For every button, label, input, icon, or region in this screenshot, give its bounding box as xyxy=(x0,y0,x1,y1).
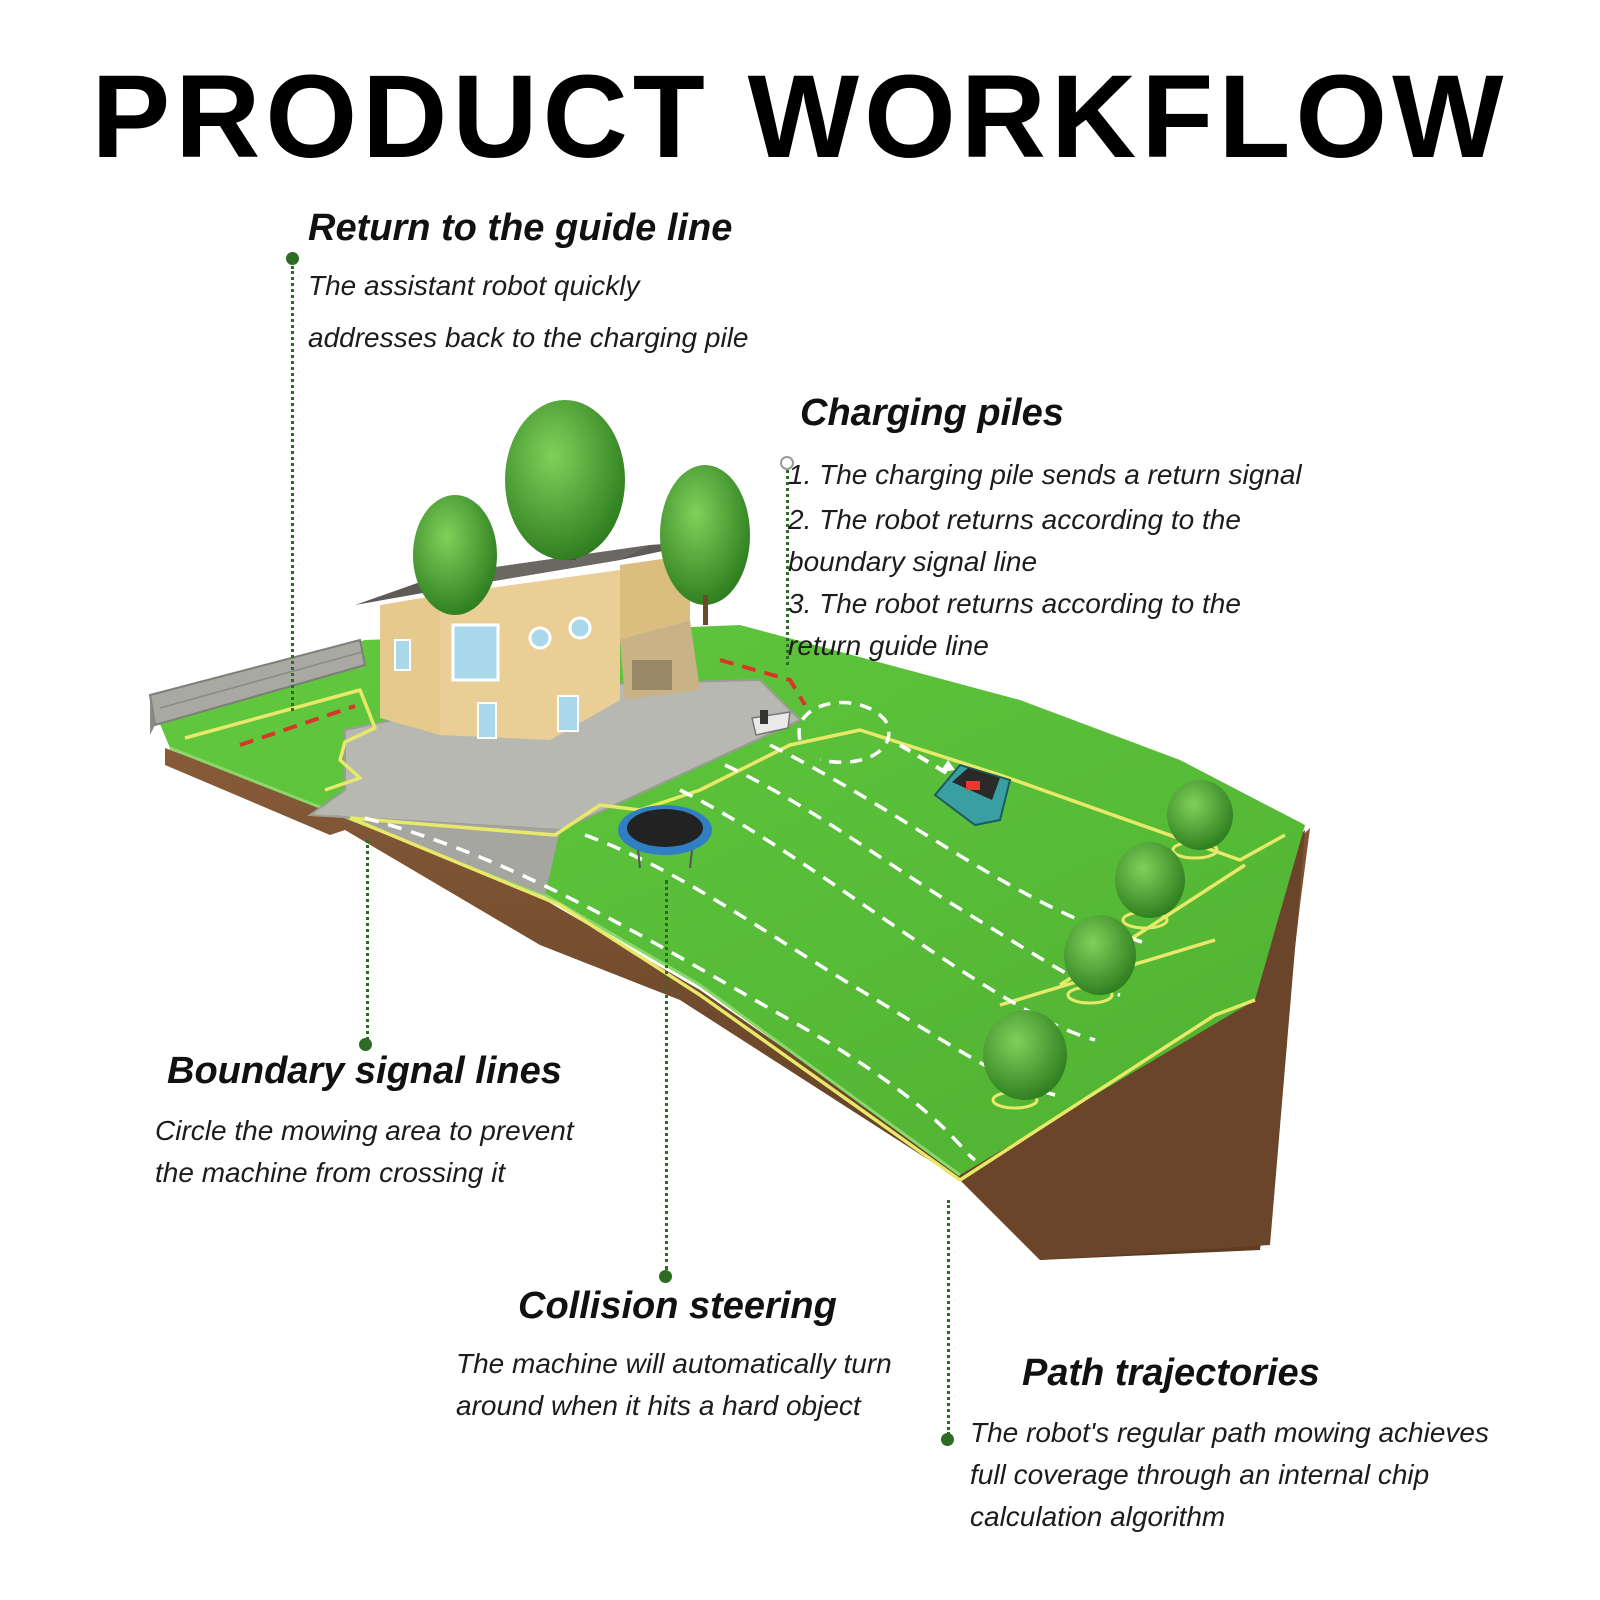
callout-line: addresses back to the charging pile xyxy=(308,321,749,353)
page-title: PRODUCT WORKFLOW xyxy=(91,51,1509,183)
callout-line: The machine will automatically turn xyxy=(456,1347,892,1379)
callout-heading: Boundary signal lines xyxy=(167,1050,562,1092)
boundary-lines-marker xyxy=(359,1038,372,1051)
collision-steering-leader xyxy=(665,880,668,1270)
return-guide-leader xyxy=(291,266,294,711)
callout-heading: Path trajectories xyxy=(1022,1352,1320,1394)
callout-heading: Return to the guide line xyxy=(308,207,733,249)
guide-wire xyxy=(239,658,807,747)
robot-mower-icon xyxy=(933,763,1012,827)
callout-line: Circle the mowing area to prevent xyxy=(155,1114,574,1146)
path-trajectories-leader xyxy=(947,1200,950,1435)
charging-piles-marker xyxy=(780,456,794,470)
callout-line: The robot's regular path mowing achieves xyxy=(970,1416,1489,1448)
path-trajectories-marker xyxy=(941,1433,954,1446)
callout-heading: Collision steering xyxy=(518,1285,837,1327)
callout-path-trajectories: Path trajectories The robot's regular pa… xyxy=(970,1352,1489,1538)
callout-line: around when it hits a hard object xyxy=(456,1389,861,1421)
boundary-lines-leader xyxy=(366,840,369,1040)
callout-line: return guide line xyxy=(788,629,989,661)
callout-line: 2. The robot returns according to the xyxy=(788,503,1241,535)
stone-wall xyxy=(148,638,367,735)
house-icon xyxy=(355,530,715,740)
callout-line: The assistant robot quickly xyxy=(308,269,640,301)
callout-collision-steering: Collision steering The machine will auto… xyxy=(456,1285,892,1427)
callout-return-guide: Return to the guide line The assistant r… xyxy=(308,207,749,359)
return-guide-marker xyxy=(286,252,299,265)
collision-steering-marker xyxy=(659,1270,672,1283)
callout-heading: Charging piles xyxy=(800,392,1064,434)
tree-row xyxy=(983,780,1233,1110)
boundary-wire xyxy=(184,688,1286,1182)
callout-line: 3. The robot returns according to the xyxy=(788,587,1241,619)
charging-pile-icon xyxy=(751,710,791,736)
charging-piles-leader xyxy=(786,470,789,665)
callout-boundary-lines: Boundary signal lines Circle the mowing … xyxy=(155,1050,574,1194)
callout-line: calculation algorithm xyxy=(970,1500,1226,1532)
callout-line: the machine from crossing it xyxy=(155,1156,506,1188)
tree-icon xyxy=(413,400,750,625)
callout-line: boundary signal line xyxy=(788,545,1038,577)
callout-line: full coverage through an internal chip xyxy=(970,1458,1430,1490)
callout-line: 1. The charging pile sends a return sign… xyxy=(788,458,1302,490)
trampoline-icon xyxy=(618,805,712,869)
return-arrow-icon xyxy=(940,760,955,772)
callout-charging-piles: Charging piles 1. The charging pile send… xyxy=(788,392,1302,667)
